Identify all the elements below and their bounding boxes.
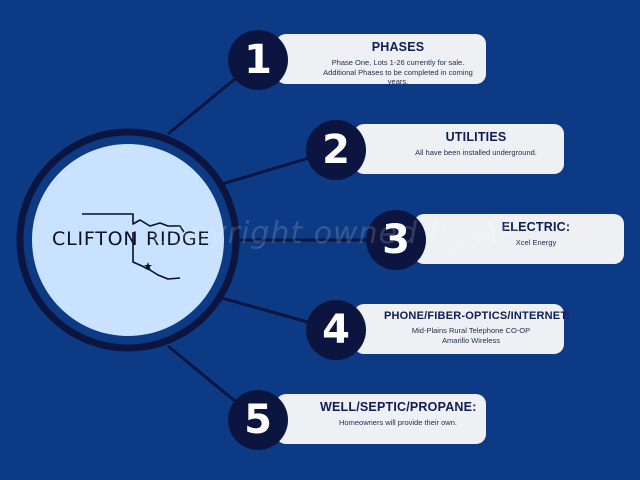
card-well-septic-propane: WELL/SEPTIC/PROPANE: Homeowners will pro… — [276, 394, 486, 444]
logo-word-clifton: CLIFTON — [52, 228, 139, 250]
card-description: Xcel Energy — [515, 238, 557, 247]
number-badge-5: 5 — [228, 390, 288, 450]
card-title: UTILITIES — [445, 130, 507, 144]
card-description: Homeowners will provide their own. — [339, 418, 457, 427]
card-description: Mid-Plains Rural Telephone CO-OP Amarill… — [411, 326, 531, 345]
card-description: All have been installed underground. — [415, 148, 537, 157]
star-mark-icon — [144, 262, 152, 270]
card-phone-fiber-internet: PHONE/FIBER-OPTICS/INTERNET: Mid-Plains … — [354, 304, 570, 354]
number-badge-2: 2 — [306, 120, 366, 180]
texas-outline-icon — [82, 213, 185, 280]
card-title: ELECTRIC: — [501, 220, 571, 234]
card-utilities: UTILITIES All have been installed underg… — [354, 124, 564, 174]
number-badge-3: 3 — [366, 210, 426, 270]
logo-circle — [32, 144, 224, 336]
card-phases: PHASES Phase One, Lots 1-26 currently fo… — [276, 34, 486, 86]
card-description: Phase One, Lots 1-26 currently for sale.… — [323, 58, 473, 86]
copyright-watermark: copyright owned by AR — [152, 216, 522, 251]
logo-word-ridge: RIDGE — [146, 228, 211, 250]
card-electric: ELECTRIC: Xcel Energy — [414, 214, 624, 264]
number-badge-4: 4 — [306, 300, 366, 360]
card-title: WELL/SEPTIC/PROPANE: — [320, 400, 477, 414]
number-badge-1: 1 — [228, 30, 288, 90]
card-title: PHASES — [371, 40, 425, 54]
card-title: PHONE/FIBER-OPTICS/INTERNET: — [384, 310, 570, 322]
